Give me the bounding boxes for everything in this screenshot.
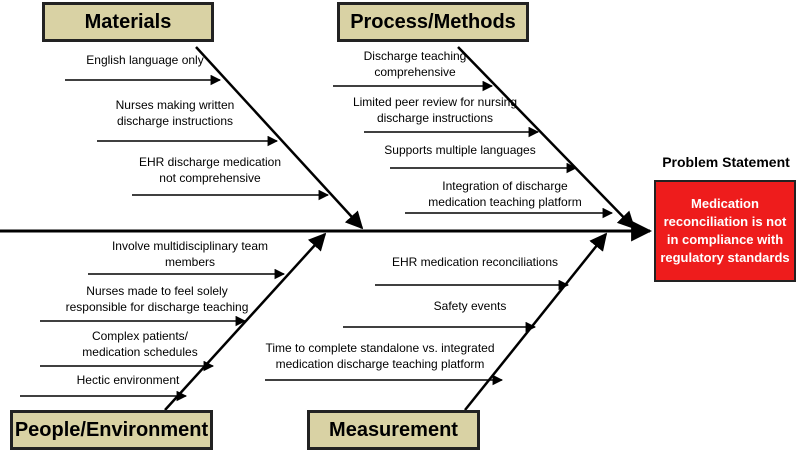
problem-statement-box: Medication reconciliation is not in comp… xyxy=(654,180,796,282)
problem-statement-title: Problem Statement xyxy=(662,154,790,170)
materials-bone xyxy=(195,46,364,230)
cause-label: EHR medication reconciliations xyxy=(391,255,559,269)
process-bone xyxy=(457,46,636,230)
category-process: Process/Methods xyxy=(337,2,529,42)
cause-label: Hectic environment xyxy=(76,373,180,387)
category-materials: Materials xyxy=(42,2,214,42)
cause-label: English language only xyxy=(86,53,204,67)
category-people: People/Environment xyxy=(10,410,213,450)
problem-statement-text: Medication reconciliation is not in comp… xyxy=(660,196,790,265)
cause-label: Supports multiple languages xyxy=(384,143,536,157)
cause-label: Complex patients/medication schedules xyxy=(82,329,198,359)
category-measurement: Measurement xyxy=(307,410,480,450)
cause-label: Safety events xyxy=(433,299,507,313)
cause-label: Time to complete standalone vs. integrat… xyxy=(265,341,495,371)
